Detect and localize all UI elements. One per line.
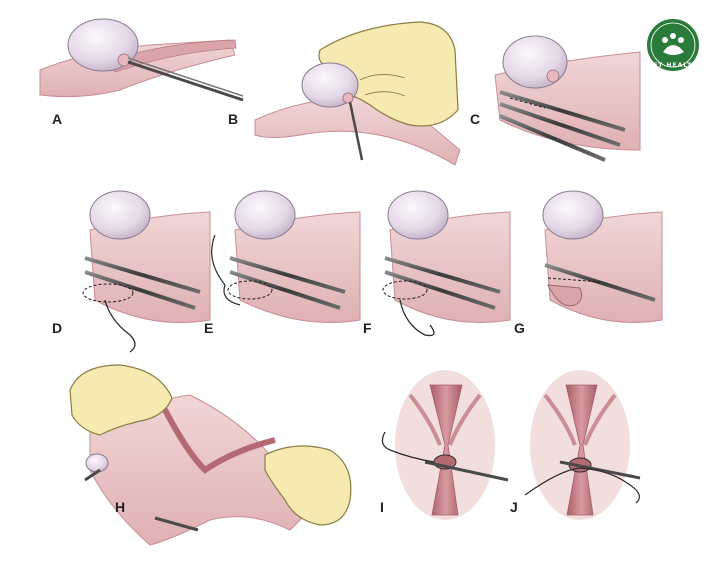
gloved-hand-right — [264, 445, 352, 526]
paw-toe-icon — [678, 37, 684, 43]
clamp-2 — [499, 102, 621, 147]
clamp-3 — [499, 114, 606, 162]
paw-icon — [663, 45, 684, 55]
ovary — [387, 190, 449, 240]
suture-thread — [524, 467, 640, 504]
hemostat-forceps — [127, 60, 244, 102]
transection-line — [509, 97, 546, 109]
transection-line — [547, 277, 601, 283]
panel-i: I — [380, 370, 509, 520]
panel-j: J — [510, 370, 641, 520]
panel-f: F — [363, 190, 511, 337]
paw-toe-icon — [670, 33, 676, 39]
gloved-hand-left — [69, 364, 173, 436]
clamp-1 — [229, 256, 346, 294]
clamp-2 — [84, 270, 196, 310]
uterine-vessel — [565, 384, 598, 516]
ligature-path — [227, 280, 273, 300]
panel-b: B — [228, 21, 461, 166]
suture-thread — [211, 234, 241, 306]
ovarian-bursa — [342, 92, 354, 104]
panel-label: C — [470, 111, 480, 127]
hemostat-forceps — [154, 516, 199, 532]
uterine-vessel — [429, 384, 463, 516]
panel-label: E — [204, 320, 213, 336]
clamp-1 — [84, 256, 201, 294]
ovarian-bursa — [546, 69, 560, 83]
panel-label: I — [380, 499, 384, 515]
uterine-horn — [157, 398, 276, 474]
hemostat-forceps — [559, 460, 641, 480]
panel-g: G — [514, 190, 663, 336]
hemostat-forceps — [424, 460, 509, 482]
ligated-pedicle — [547, 284, 583, 307]
panel-label: H — [115, 499, 125, 515]
logo-badge — [645, 17, 701, 73]
panel-h: H — [69, 364, 352, 546]
clamp-2 — [384, 270, 496, 310]
ovary — [89, 190, 151, 240]
hemostat-forceps-jaw — [127, 57, 244, 97]
logo-text: PET HEALTH — [648, 62, 698, 69]
suture-needle — [381, 431, 435, 463]
hemostat-forceps — [348, 101, 364, 161]
clamp-1 — [544, 263, 656, 302]
pet-health-logo: PET HEALTH — [645, 17, 701, 73]
clamp-1 — [499, 90, 626, 132]
panel-label: A — [52, 111, 62, 127]
paw-toe-icon — [662, 37, 668, 43]
glove-finger — [359, 74, 406, 97]
ovary — [85, 453, 109, 473]
uterine-vessel-side — [543, 393, 617, 446]
ovarian-bursa — [117, 53, 131, 67]
panel-e: E — [204, 190, 361, 336]
ovary — [542, 190, 604, 240]
panel-label: G — [514, 320, 525, 336]
suture-needle — [399, 299, 435, 337]
uterine-vessel-side — [408, 393, 482, 446]
ligature-path — [382, 280, 428, 300]
clamp-2 — [229, 270, 341, 310]
panel-label: F — [363, 320, 372, 336]
suture-needle — [104, 299, 136, 353]
clamp-1 — [384, 256, 501, 294]
logo-ring — [650, 22, 696, 68]
ligature-path — [82, 283, 134, 303]
panel-label: D — [52, 320, 62, 336]
ovary — [234, 190, 296, 240]
panel-label: J — [510, 499, 518, 515]
panel-label: B — [228, 111, 238, 127]
panel-d: D — [52, 190, 211, 353]
hemostat-forceps — [84, 468, 101, 482]
panel-c: C — [470, 35, 641, 162]
panel-a: A — [39, 18, 244, 127]
